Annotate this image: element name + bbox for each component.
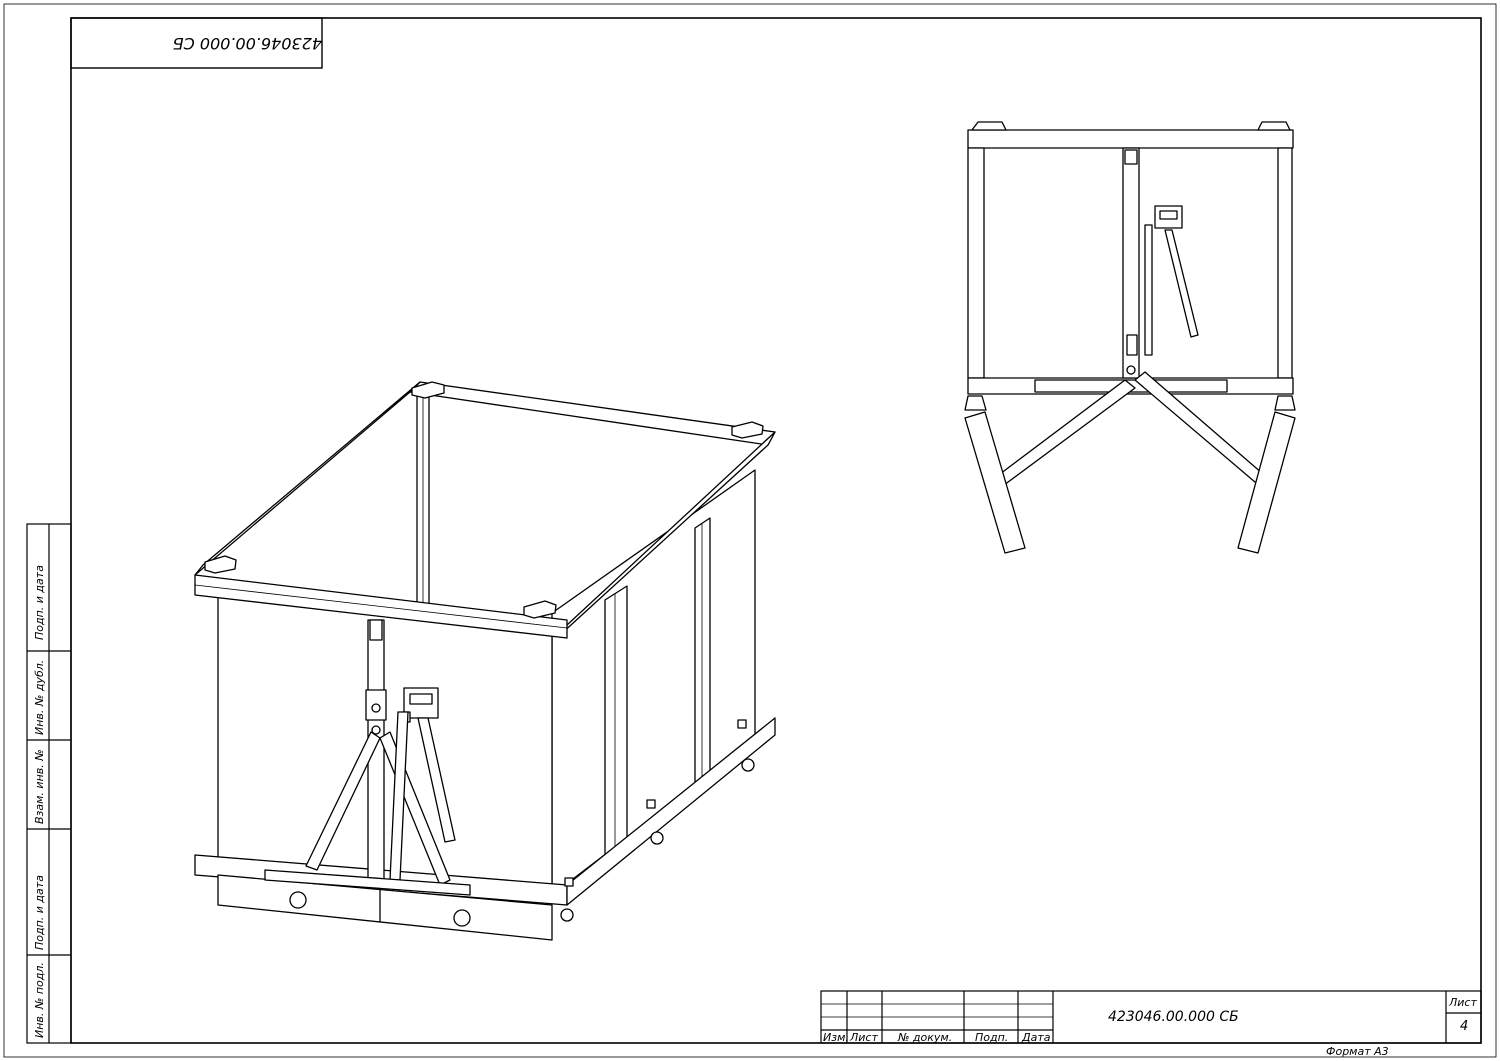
side-stamp (26, 523, 72, 1044)
title-block-date: Дата (1022, 1031, 1051, 1044)
sheet-number: 4 (1460, 1019, 1469, 1034)
side-stamp-podp-data-2: Подп. и дата (33, 875, 46, 950)
side-stamp-inv-podl: Инв. № подл. (33, 962, 46, 1038)
mirrored-designation-text: 423046.00.000 СБ (172, 34, 322, 53)
sheet-header-label: Лист (1449, 996, 1477, 1009)
drawing-designation: 423046.00.000 СБ (1108, 1009, 1239, 1025)
side-container-view (964, 121, 1296, 554)
format-label: Формат А3 (1326, 1045, 1389, 1058)
outer-frame (3, 3, 1497, 1058)
side-stamp-inv-dubl: Инв. № дубл. (33, 659, 46, 735)
side-stamp-vzam-inv: Взам. инв. № (33, 749, 46, 824)
isometric-container-view (194, 381, 776, 941)
title-block-doc: № докум. (898, 1031, 953, 1044)
title-block-sign: Подп. (975, 1031, 1009, 1044)
title-block-izm: Изм. (823, 1031, 849, 1044)
side-stamp-podp-data-1: Подп. и дата (33, 565, 46, 640)
title-block (820, 990, 1482, 1044)
title-block-list: Лист (850, 1031, 878, 1044)
mirrored-designation-box (70, 17, 323, 69)
